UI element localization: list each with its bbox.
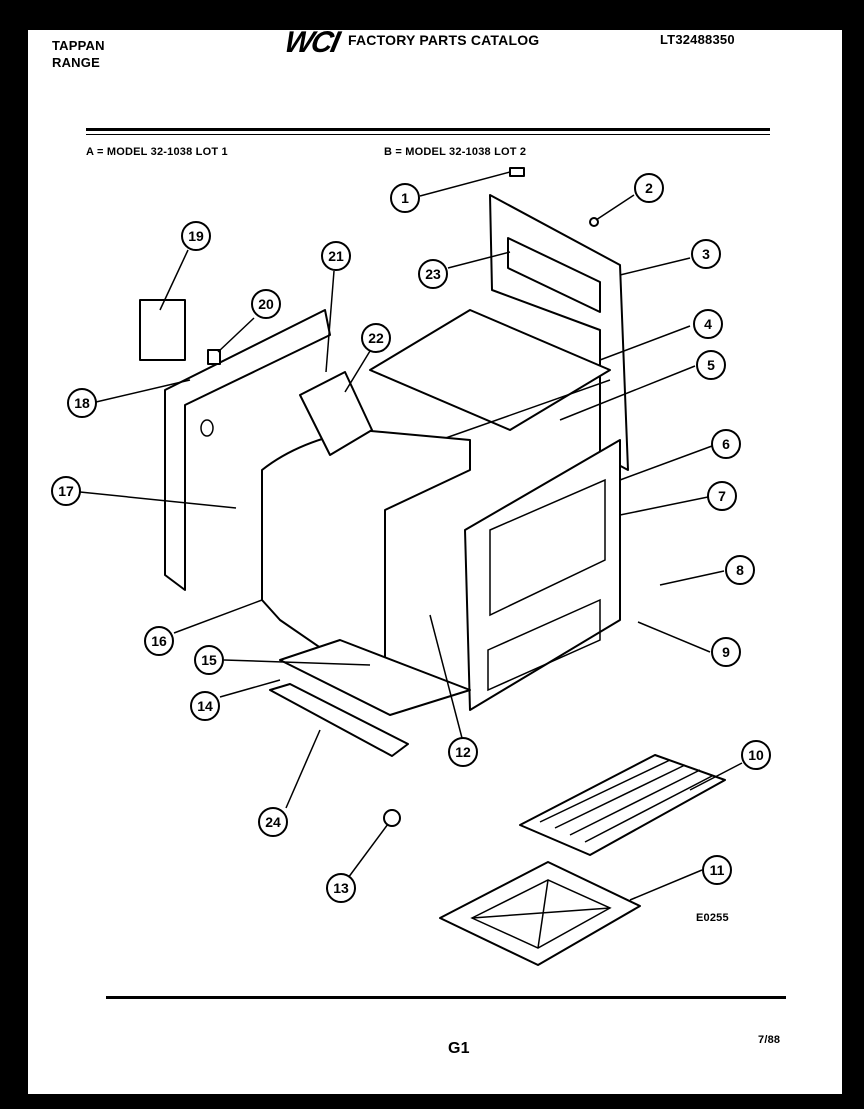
oven-bottom: [279, 639, 471, 716]
svg-text:2: 2: [645, 180, 653, 196]
svg-text:12: 12: [455, 744, 471, 760]
callout-4: 4: [693, 309, 723, 339]
callout-7: 7: [707, 481, 737, 511]
kick-plate: [269, 683, 409, 757]
svg-text:5: 5: [707, 357, 715, 373]
callout-20: 20: [251, 289, 281, 319]
svg-text:19: 19: [188, 228, 204, 244]
callout-18: 18: [67, 388, 97, 418]
oven-rack: [519, 754, 726, 856]
svg-text:20: 20: [258, 296, 274, 312]
svg-text:15: 15: [201, 652, 217, 668]
svg-text:7: 7: [718, 488, 726, 504]
callout-15: 15: [194, 645, 224, 675]
callout-2: 2: [634, 173, 664, 203]
side-panel-hole: [200, 419, 214, 437]
product-type: RANGE: [52, 55, 100, 70]
footer-rule: [106, 996, 786, 999]
leveling-leg: [383, 809, 401, 827]
bracket-part-19: [139, 299, 186, 361]
callout-22: 22: [361, 323, 391, 353]
svg-text:22: 22: [368, 330, 384, 346]
svg-text:6: 6: [722, 436, 730, 452]
callout-3: 3: [691, 239, 721, 269]
callout-8: 8: [725, 555, 755, 585]
back-panel-vent: [507, 237, 601, 313]
svg-text:11: 11: [710, 862, 725, 878]
callout-10: 10: [741, 740, 771, 770]
revision-date: 7/88: [758, 1034, 781, 1046]
clip-part-1: [509, 167, 525, 177]
diagram-code: E0255: [696, 912, 729, 924]
svg-text:9: 9: [722, 644, 730, 660]
left-side-panel: [164, 309, 331, 591]
callout-14: 14: [190, 691, 220, 721]
brand-block: TAPPAN RANGE: [52, 37, 105, 71]
callout-23: 23: [418, 259, 448, 289]
svg-text:18: 18: [74, 395, 90, 411]
svg-text:23: 23: [425, 266, 441, 282]
callout-9: 9: [711, 637, 741, 667]
callout-11: 11: [702, 855, 732, 885]
header-rule: [86, 128, 770, 131]
callout-19: 19: [181, 221, 211, 251]
vent-part-22: [299, 371, 373, 456]
brand-name: TAPPAN: [52, 38, 105, 53]
callout-5: 5: [696, 350, 726, 380]
callout-24: 24: [258, 807, 288, 837]
page-id: G1: [448, 1040, 470, 1057]
svg-text:4: 4: [704, 316, 712, 332]
svg-text:24: 24: [265, 814, 281, 830]
svg-text:10: 10: [748, 747, 764, 763]
svg-text:1: 1: [401, 190, 409, 206]
callout-6: 6: [711, 429, 741, 459]
svg-text:16: 16: [151, 633, 167, 649]
callout-21: 21: [321, 241, 351, 271]
callout-13: 13: [326, 873, 356, 903]
catalog-title: FACTORY PARTS CATALOG: [348, 32, 540, 48]
svg-text:3: 3: [702, 246, 710, 262]
oven-window: [489, 478, 606, 617]
header-rule-thin: [86, 134, 770, 135]
broiler-opening: [487, 598, 601, 692]
callout-12: 12: [448, 737, 478, 767]
svg-text:17: 17: [58, 483, 74, 499]
svg-text:21: 21: [328, 248, 344, 264]
model-b-label: B = MODEL 32-1038 LOT 2: [384, 146, 527, 158]
svg-text:13: 13: [333, 880, 349, 896]
callout-1: 1: [390, 183, 420, 213]
oven-liner: [261, 429, 471, 676]
top-plate-edge: [439, 379, 611, 441]
leader-lines: [79, 171, 743, 901]
part-number: LT32488350: [660, 32, 735, 47]
callout-17: 17: [51, 476, 81, 506]
broiler-pan: [439, 861, 641, 966]
callout-16-lower: 16: [144, 626, 174, 656]
oven-top-plate: [369, 309, 611, 431]
svg-text:8: 8: [736, 562, 744, 578]
svg-text:14: 14: [197, 698, 213, 714]
grommet-part-20: [207, 349, 221, 365]
model-a-label: A = MODEL 32-1038 LOT 1: [86, 146, 228, 158]
catalog-sheet: [28, 30, 842, 1094]
